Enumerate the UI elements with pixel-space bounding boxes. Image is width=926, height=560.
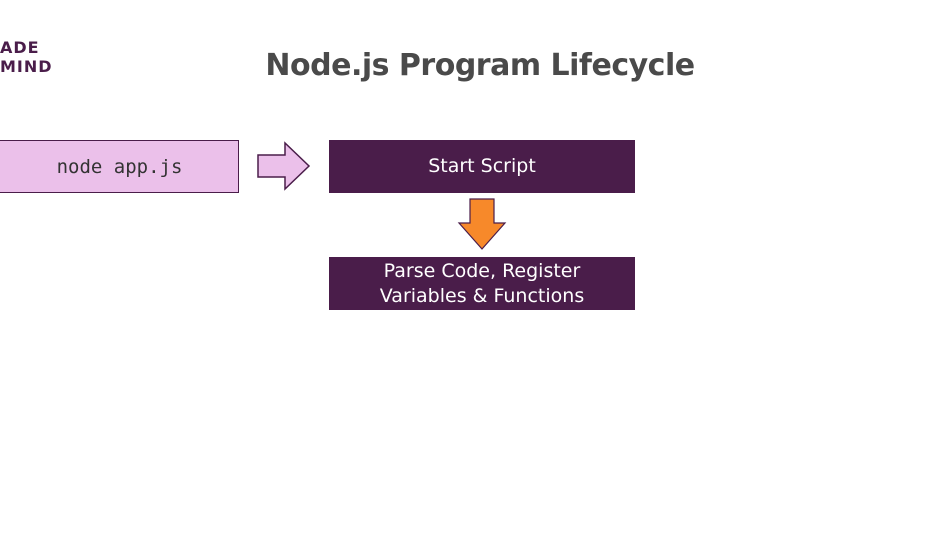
parse-code-line-2: Variables & Functions — [379, 284, 585, 307]
parse-code-label: Parse Code, Register Variables & Functio… — [380, 259, 584, 309]
parse-code-box: Parse Code, Register Variables & Functio… — [329, 257, 635, 310]
brand-logo: ADE MIND — [0, 38, 53, 76]
logo-line-2: MIND — [0, 57, 53, 76]
logo-line-1: ADE — [0, 38, 40, 57]
command-box: node app.js — [0, 140, 239, 193]
slide-title: Node.js Program Lifecycle — [265, 48, 695, 83]
down-arrow-icon — [457, 198, 507, 250]
command-text: node app.js — [56, 155, 183, 178]
start-script-box: Start Script — [329, 140, 635, 193]
right-arrow-icon — [257, 141, 311, 191]
start-script-label: Start Script — [428, 155, 536, 177]
parse-code-line-1: Parse Code, Register — [383, 259, 581, 282]
